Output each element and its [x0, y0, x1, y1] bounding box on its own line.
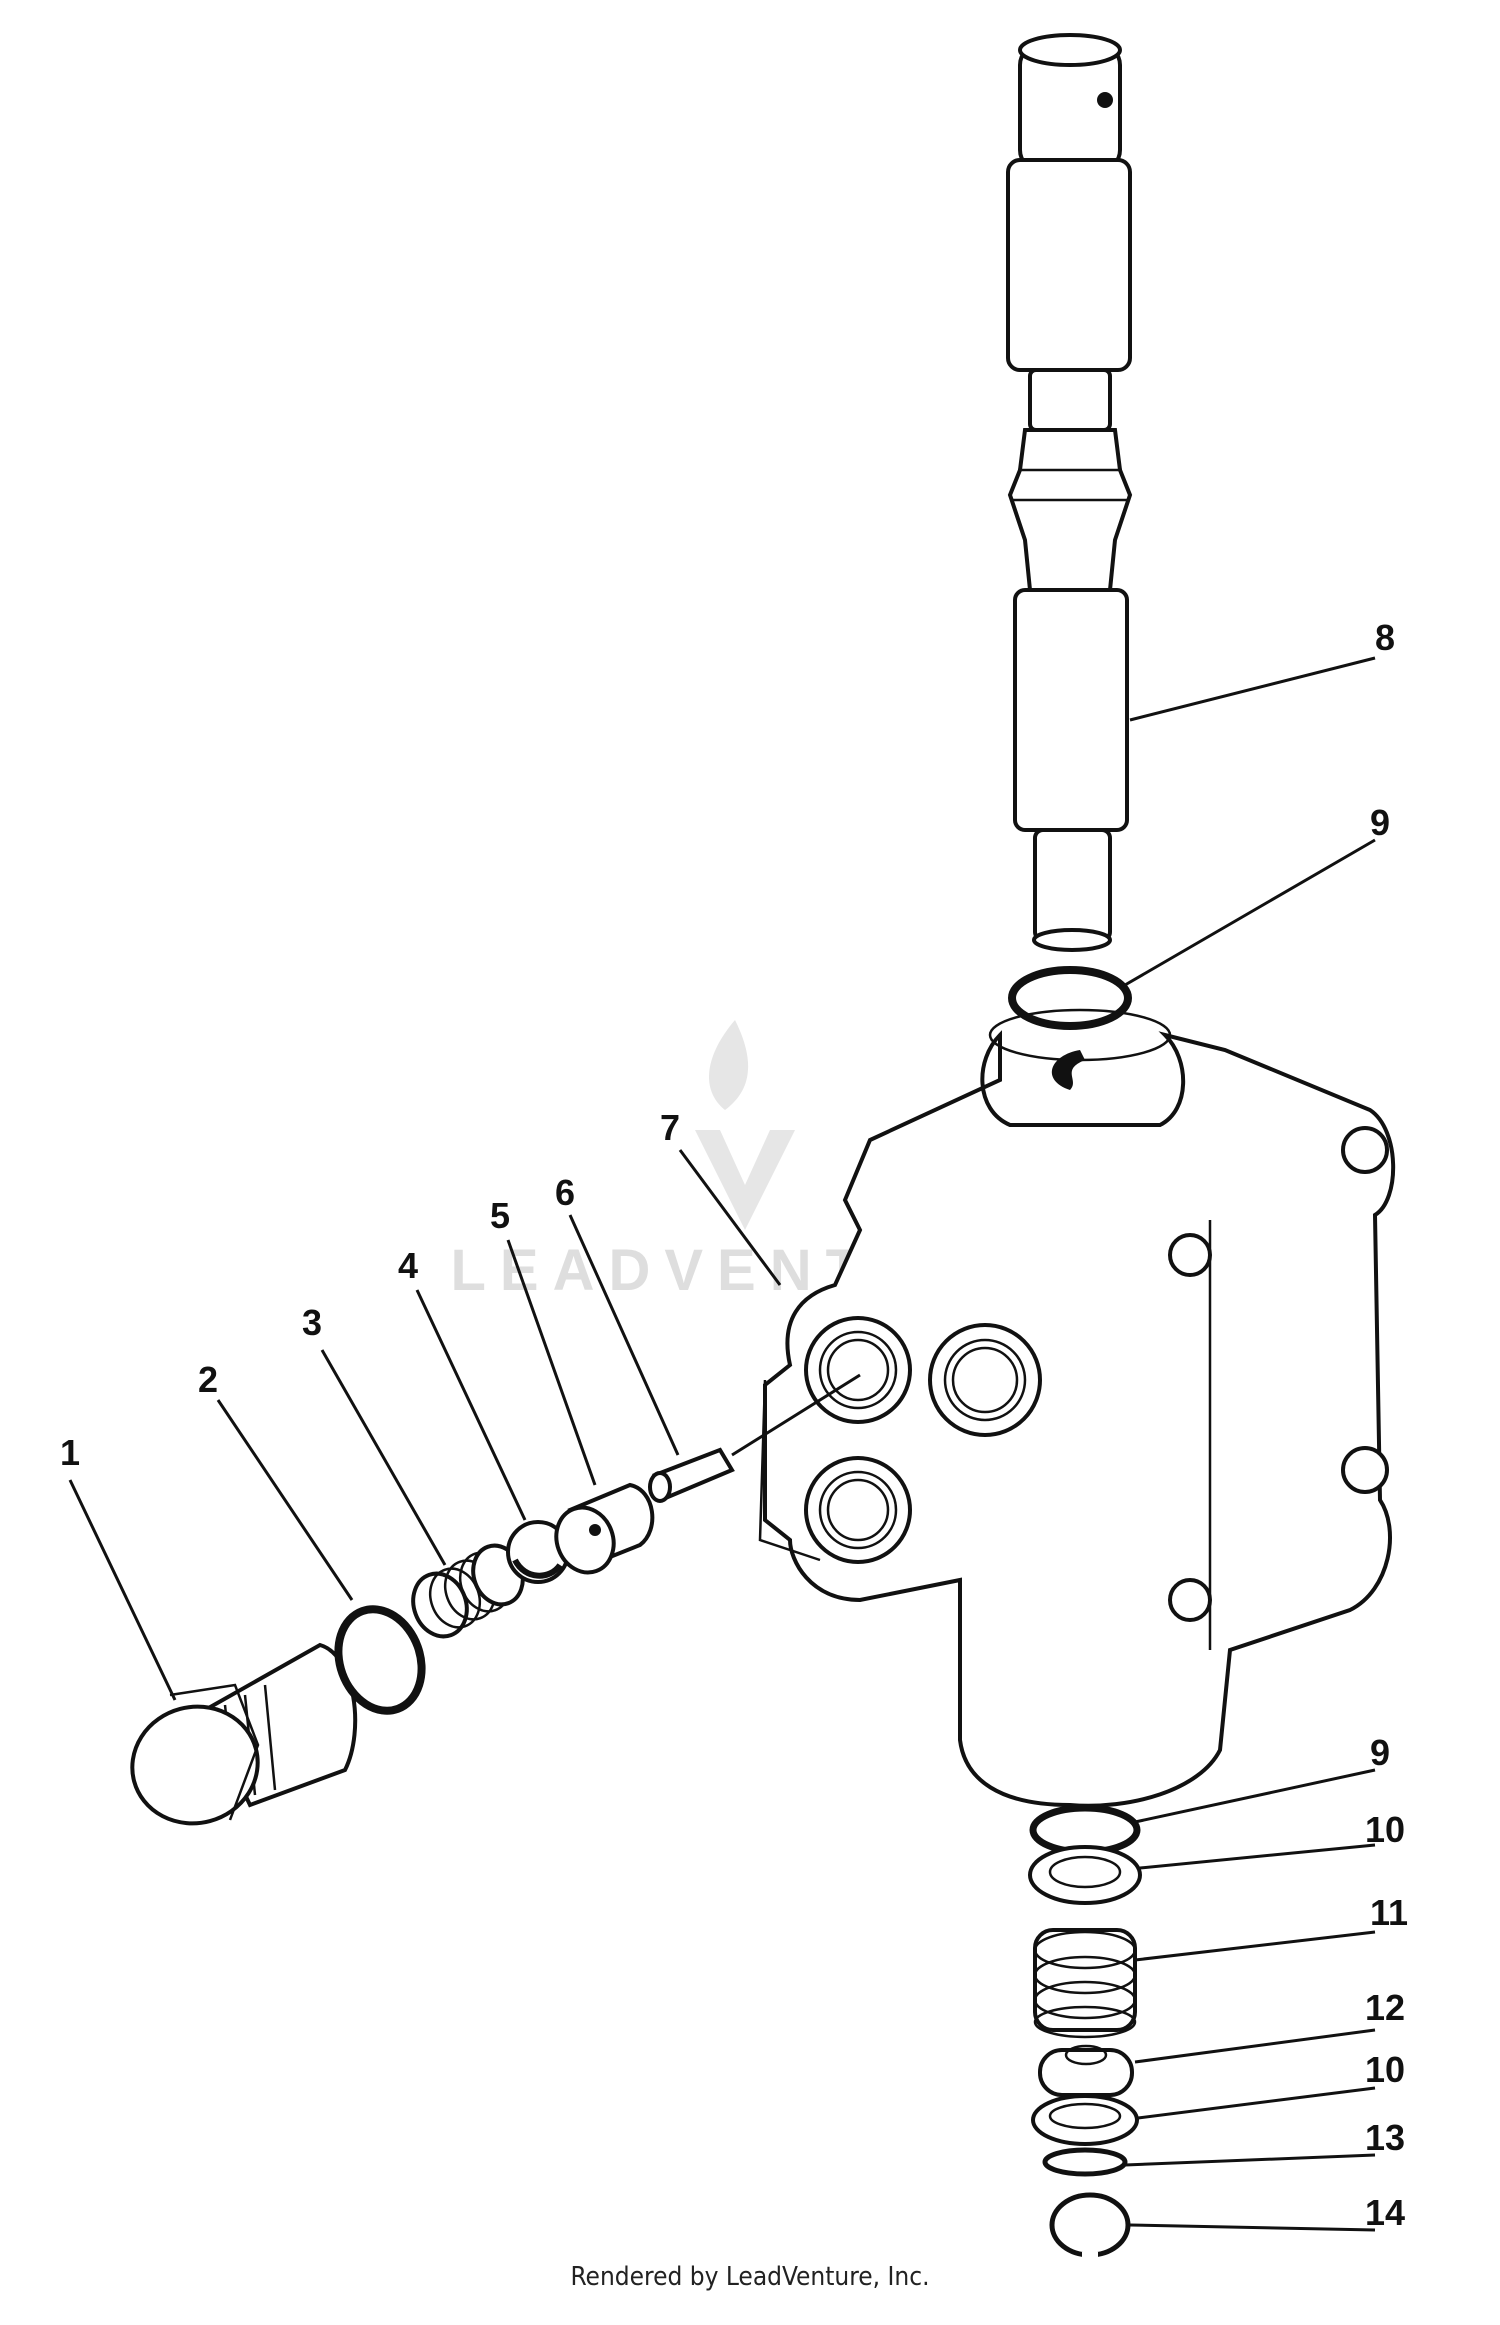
callout-7: 7 [660, 1107, 680, 1148]
leader-11 [1134, 1930, 1376, 1962]
leader-3 [320, 1349, 447, 1566]
leader-9b [1134, 1768, 1376, 1824]
callout-8: 8 [1375, 617, 1395, 658]
part-9-upper-o-ring [1008, 966, 1132, 1030]
part-2-o-ring [334, 1605, 426, 1715]
leader-7 [678, 1149, 782, 1286]
leader-1 [68, 1479, 177, 1701]
callout-6: 6 [555, 1172, 575, 1213]
callout-4: 4 [398, 1245, 418, 1286]
part-11-spring [1033, 1928, 1137, 2039]
part-1-plug [130, 1642, 358, 1826]
leader-9a [1124, 838, 1376, 987]
part-8-spool [1006, 33, 1133, 952]
callout-10-lower: 10 [1365, 2049, 1405, 2090]
leader-10a [1139, 1843, 1376, 1870]
callout-2: 2 [198, 1359, 218, 1400]
part-6-pin [648, 1373, 861, 1503]
callout-14: 14 [1365, 2192, 1405, 2233]
callout-5: 5 [490, 1195, 510, 1236]
part-7-valve-body [758, 1008, 1396, 1808]
part-10-upper-washer [1028, 1845, 1142, 1905]
callout-1: 1 [60, 1432, 80, 1473]
part-13-o-ring [1042, 2147, 1128, 2177]
callout-12: 12 [1365, 1987, 1405, 2028]
callout-13: 13 [1365, 2117, 1405, 2158]
callout-9-lower: 9 [1370, 1732, 1390, 1773]
part-5-poppet-seat [554, 1482, 655, 1575]
leader-6 [568, 1214, 680, 1456]
callout-labels: 1 2 3 4 5 6 7 8 9 9 10 11 12 10 13 14 [60, 617, 1408, 2233]
leader-5 [506, 1239, 597, 1486]
callout-10-upper: 10 [1365, 1809, 1405, 1850]
leader-10b [1137, 2086, 1376, 2120]
leader-8 [1129, 656, 1376, 722]
leader-4 [415, 1289, 527, 1521]
leader-14 [1129, 2223, 1376, 2232]
footer-credit: Rendered by LeadVenture, Inc. [570, 2262, 930, 2292]
part-4-ball [506, 1520, 570, 1584]
part-14-snap-ring [1049, 2192, 1131, 2258]
part-10-lower-washer [1031, 2094, 1139, 2146]
part-12-spacer [1038, 2044, 1134, 2097]
leader-13 [1124, 2153, 1376, 2167]
part-3-spring [411, 1543, 525, 1639]
callout-11: 11 [1370, 1892, 1408, 1933]
callout-3: 3 [302, 1302, 322, 1343]
leader-lines [68, 656, 1376, 2232]
leader-12 [1134, 2028, 1376, 2064]
leader-2 [216, 1399, 354, 1601]
callout-9-upper: 9 [1370, 802, 1390, 843]
